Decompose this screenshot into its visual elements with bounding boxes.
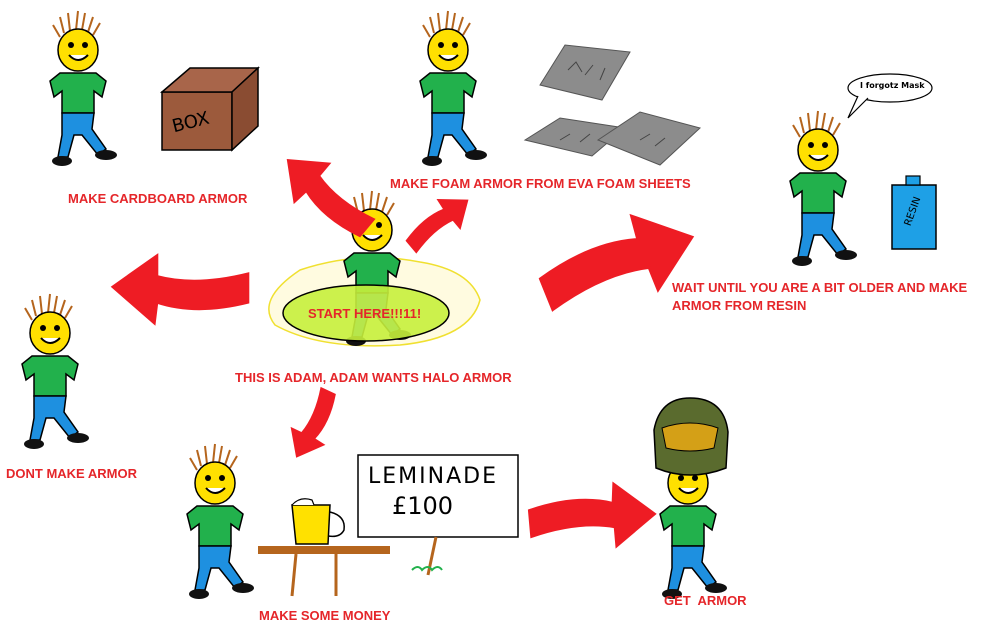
arrow-to-money (280, 383, 346, 466)
label-resin-line1: WAIT UNTIL YOU ARE A BIT OLDER AND MAKE (672, 280, 968, 295)
adam-figure-foam (419, 10, 488, 167)
label-adam: THIS IS ADAM, ADAM WANTS HALO ARMOR (235, 370, 512, 385)
arrow-to-foam (398, 184, 480, 261)
adam-figure-resin (789, 110, 858, 267)
speech-bubble-text: I forgotz Mask (860, 81, 925, 90)
cardboard-box-icon (159, 66, 260, 152)
foam-sheets-icon (523, 44, 702, 166)
halo-helmet-icon (653, 397, 729, 476)
adam-figure-dont (21, 293, 90, 450)
sign-line-1: LEMINADE (368, 464, 498, 489)
resin-can-icon (891, 175, 937, 250)
start-ellipse (282, 284, 450, 342)
lemonade-table-icon (258, 498, 390, 597)
arrow-to-get-armor (526, 479, 659, 555)
adam-figure-money (186, 443, 255, 600)
arrow-to-dont (111, 254, 250, 325)
lemonade-sign (357, 454, 519, 576)
label-get-armor: GET ARMOR (664, 593, 747, 608)
label-start: START HERE!!!11! (308, 306, 422, 321)
label-resin-line2: ARMOR FROM RESIN (672, 298, 807, 313)
adam-figure-cardboard (49, 10, 118, 167)
label-cardboard: MAKE CARDBOARD ARMOR (68, 191, 248, 206)
sign-line-2: £100 (392, 492, 454, 520)
label-foam: MAKE FOAM ARMOR FROM EVA FOAM SHEETS (390, 176, 691, 191)
speech-bubble (847, 73, 933, 119)
label-dont: DONT MAKE ARMOR (6, 466, 137, 481)
label-money: MAKE SOME MONEY (259, 608, 391, 623)
